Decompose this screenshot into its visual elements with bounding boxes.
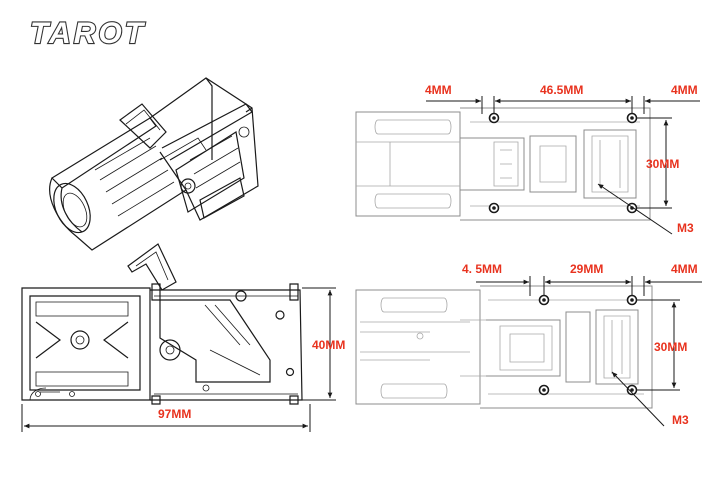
top-dim-middle-label: 46.5MM [540, 83, 583, 97]
side-length-label: 97MM [158, 407, 191, 421]
top-dim-right-label: 4MM [671, 83, 698, 97]
top-dim-vertical-label: 30MM [646, 157, 679, 171]
bottom-dim-left-label: 4. 5MM [462, 262, 502, 276]
isometric-view [49, 77, 259, 251]
side-view [21, 243, 336, 432]
bottom-dim-middle-label: 29MM [570, 262, 603, 276]
side-height-label: 40MM [312, 338, 345, 352]
tarot-logo: TAROT [30, 17, 146, 50]
top-dim-left-label: 4MM [425, 83, 452, 97]
bottom-dim-vertical-label: 30MM [654, 340, 687, 354]
bottom-screw-label: M3 [672, 413, 689, 427]
top-view [355, 96, 700, 235]
top-screw-label: M3 [677, 221, 694, 235]
bottom-view [355, 276, 702, 427]
bottom-dim-right-label: 4MM [671, 262, 698, 276]
